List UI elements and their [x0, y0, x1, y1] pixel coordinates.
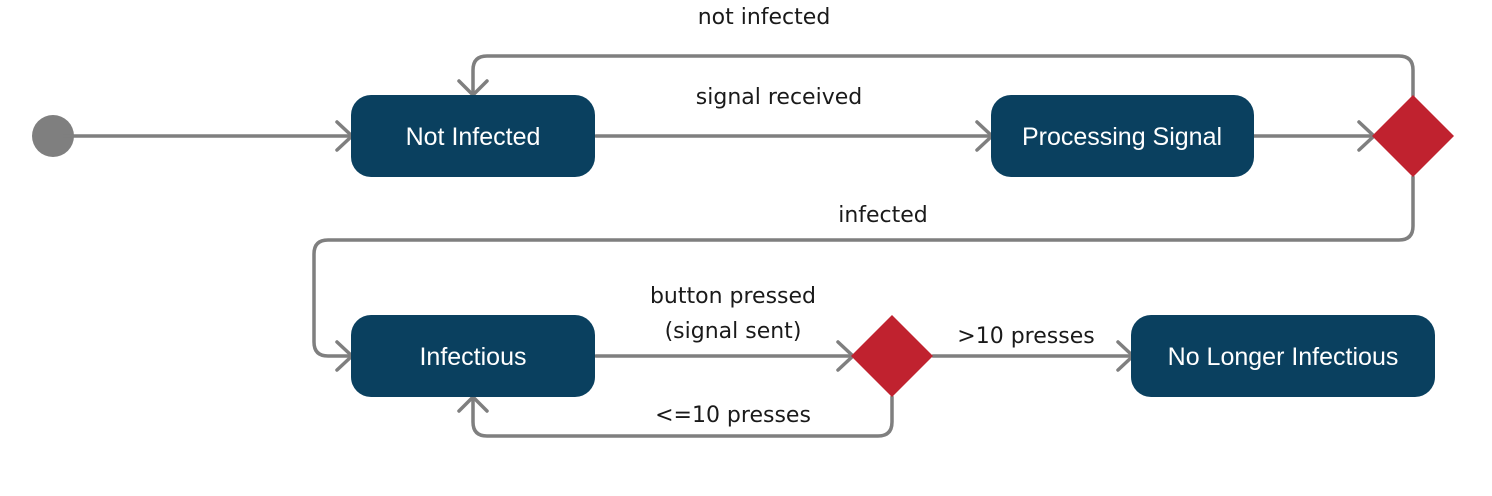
edge-button-pressed [594, 340, 855, 372]
decision-node-press-count[interactable] [851, 315, 933, 397]
edge-processing-to-decision [1251, 120, 1376, 152]
state-processing-signal-label: Processing Signal [1022, 123, 1222, 151]
label-not-infected: not infected [698, 5, 831, 30]
label-signal-sent: (signal sent) [665, 319, 802, 344]
decision-node-infection-check[interactable] [1372, 95, 1454, 177]
state-no-longer-infectious[interactable]: No Longer Infectious [1131, 315, 1435, 397]
state-infectious[interactable]: Infectious [351, 315, 595, 397]
edge-not-infected-loop [457, 54, 1415, 98]
label-infected: infected [838, 203, 928, 228]
label-button-pressed: button pressed [650, 284, 816, 309]
state-no-longer-infectious-label: No Longer Infectious [1168, 343, 1399, 371]
state-not-infected-label: Not Infected [406, 123, 541, 151]
edge-initial-to-not-infected [61, 120, 354, 152]
label-greater-than-10: >10 presses [957, 324, 1094, 349]
state-not-infected[interactable]: Not Infected [351, 95, 595, 177]
state-infectious-label: Infectious [419, 343, 526, 371]
label-less-equal-10: <=10 presses [655, 403, 811, 428]
label-signal-received: signal received [696, 85, 862, 110]
edge-signal-received [594, 120, 994, 152]
initial-node [32, 115, 74, 157]
state-processing-signal[interactable]: Processing Signal [991, 95, 1254, 177]
